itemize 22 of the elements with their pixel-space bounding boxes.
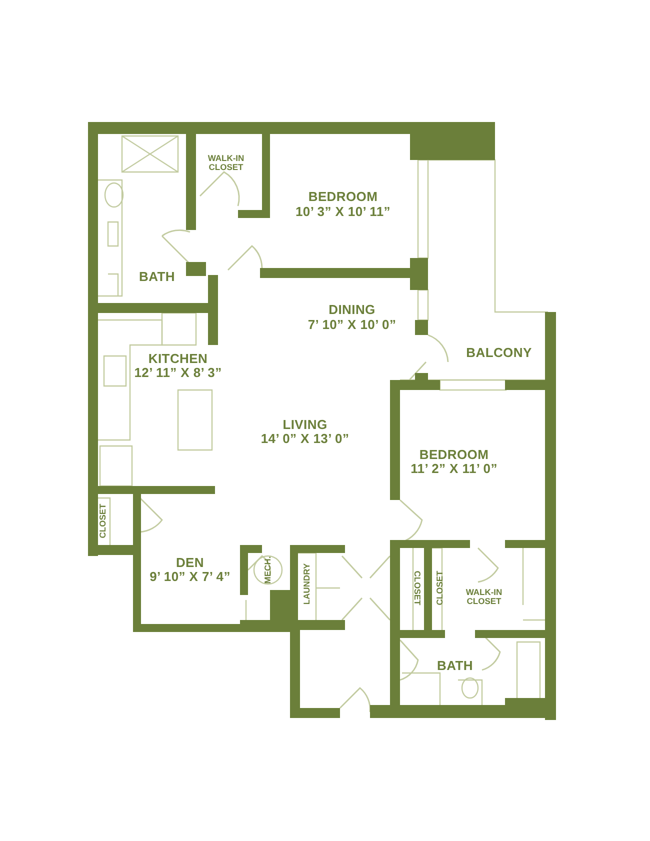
room-dimensions: 14’ 0” X 13’ 0” <box>260 432 350 446</box>
room-dimensions: 12’ 11” X 8’ 3” <box>134 366 222 380</box>
room-name: BATH <box>437 659 473 673</box>
room-name: DINING <box>328 303 376 317</box>
room-name: DEN <box>176 556 204 570</box>
room-name: LAUNDRY <box>302 563 312 605</box>
room-name: BEDROOM <box>308 190 378 204</box>
room-dimensions: 10’ 3” X 10’ 11” <box>296 205 390 219</box>
room-name: CLOSET <box>436 570 444 606</box>
room-name: WALK-IN CLOSET <box>206 154 246 172</box>
room-name: KITCHEN <box>148 352 208 366</box>
room-dimensions: 7’ 10” X 10’ 0” <box>308 318 396 332</box>
room-name: CLOSET <box>98 504 108 538</box>
room-name: LIVING <box>282 418 328 432</box>
room-name: BALCONY <box>466 346 532 360</box>
room-name: BEDROOM <box>419 448 489 462</box>
room-name: WALK-IN CLOSET <box>464 588 504 606</box>
room-name: BATH <box>139 270 175 284</box>
room-dimensions: 9’ 10” X 7’ 4” <box>150 570 230 584</box>
room-name: MECH. <box>264 556 272 584</box>
room-dimensions: 11’ 2” X 11’ 0” <box>410 462 498 476</box>
room-name: CLOSET <box>412 570 422 606</box>
